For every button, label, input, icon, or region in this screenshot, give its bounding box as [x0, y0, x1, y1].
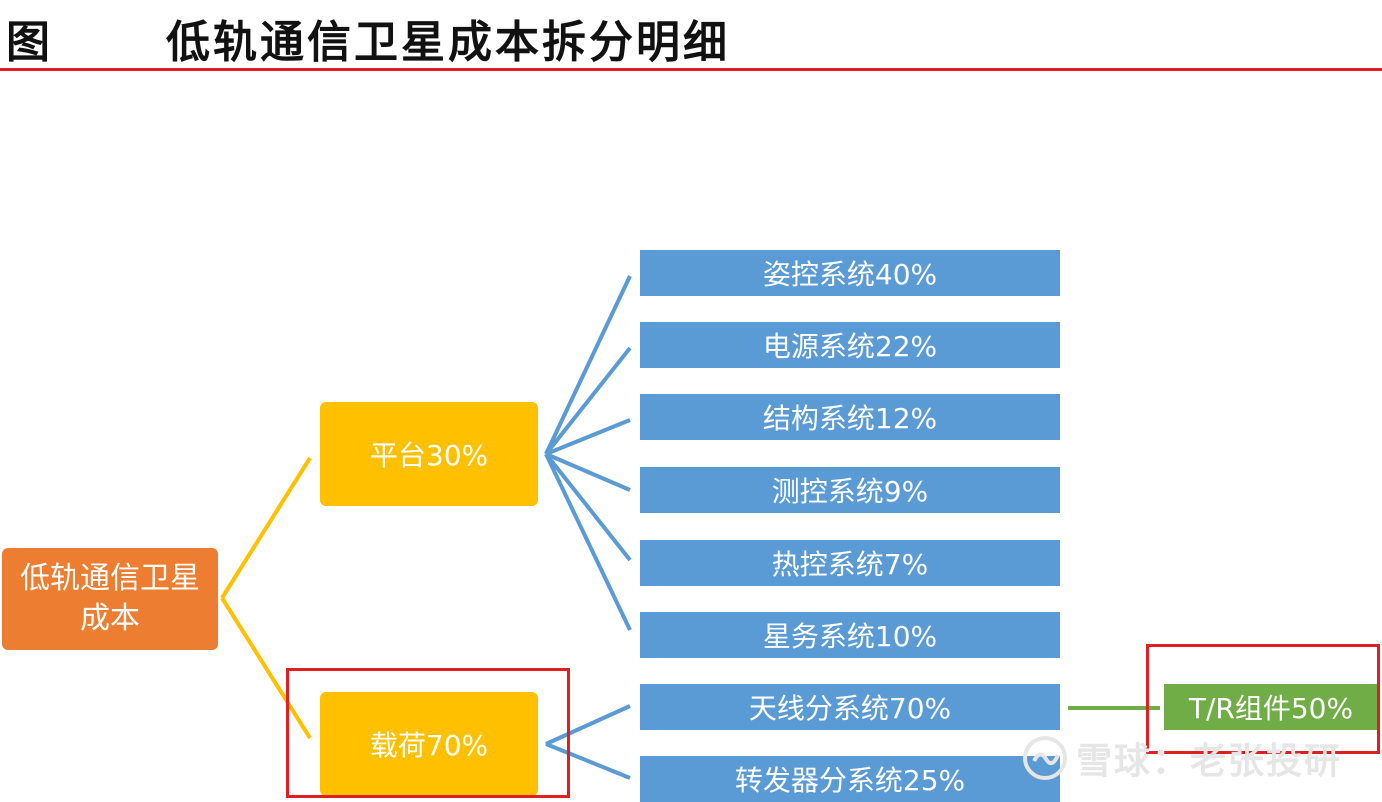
payload-node: 载荷70% [320, 692, 538, 796]
tr-highlight-box [1146, 644, 1380, 754]
watermark-text: 雪球：老张投研 [1075, 741, 1342, 782]
watermark: 雪球：老张投研 [1022, 732, 1342, 784]
header-divider [0, 68, 1382, 71]
platform-leaf-thermal: 热控系统7% [640, 540, 1060, 586]
connector-payload-leaf-1 [545, 704, 631, 746]
connector-platform-leaf-2 [544, 346, 632, 456]
platform-leaf-power: 电源系统22% [640, 322, 1060, 368]
connector-platform-leaf-3 [545, 418, 631, 456]
platform-leaf-structure: 结构系统12% [640, 394, 1060, 440]
figure-title: 低轨通信卫星成本拆分明细 [166, 17, 730, 68]
platform-leaf-obdh: 星务系统10% [640, 612, 1060, 658]
connector-platform-leaf-5 [544, 452, 632, 562]
connector-root-platform [220, 456, 312, 600]
snowball-logo-icon [1022, 736, 1067, 780]
payload-leaf-transponder: 转发器分系统25% [640, 756, 1060, 802]
platform-node: 平台30% [320, 402, 538, 506]
payload-leaf-antenna: 天线分系统70% [640, 684, 1060, 730]
root-node: 低轨通信卫星成本 [2, 548, 218, 650]
figure-header: 图 低轨通信卫星成本拆分明细 [0, 0, 1382, 71]
connector-root-payload [220, 596, 312, 740]
connector-payload-leaf-2 [545, 742, 631, 780]
antenna-detail-node: T/R组件50% [1164, 684, 1378, 730]
payload-highlight-box [286, 668, 570, 798]
connector-platform-leaf-1 [544, 275, 632, 455]
platform-leaf-attitude-control: 姿控系统40% [640, 250, 1060, 296]
connector-platform-leaf-6 [544, 453, 632, 631]
platform-leaf-ttc: 测控系统9% [640, 467, 1060, 513]
connector-platform-leaf-4 [545, 452, 631, 492]
figure-label: 图 [6, 17, 50, 68]
